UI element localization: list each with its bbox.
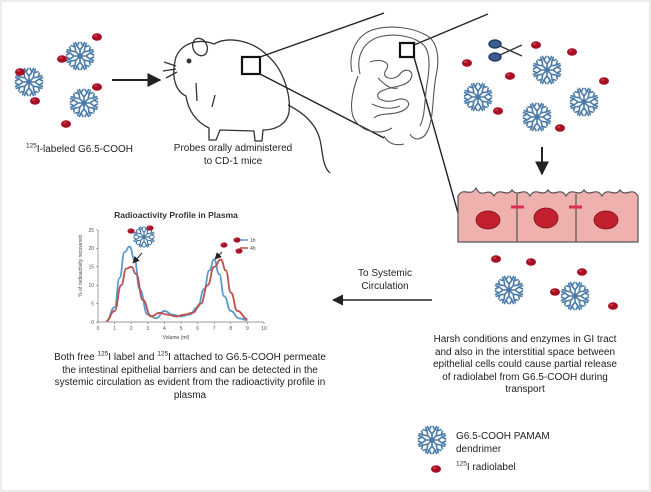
radiolabel-icon: [526, 258, 536, 266]
chart-x-tick-label: 1: [113, 326, 116, 332]
chart-x-tick-label: 7: [213, 326, 216, 332]
chart-y-tick-label: 10: [88, 283, 94, 289]
probe-label: 125I-labeled G6.5-COOH: [26, 142, 176, 157]
chart-x-tick-label: 5: [180, 326, 183, 332]
dendrimer-icon: [569, 87, 599, 117]
radiolabel-icon: [30, 97, 40, 105]
dendrimer-icon: [69, 88, 99, 118]
radiolabel-icon: [608, 302, 618, 310]
chart-y-tick-label: 5: [91, 301, 94, 307]
chart-y-axis-label: % of radioactivity recovered: [78, 235, 84, 297]
chart-x-tick-label: 2: [130, 326, 133, 332]
released-cluster-bottom: [491, 255, 618, 311]
radiolabel-icon: [599, 77, 609, 85]
legend-radiolabel-superscript: 125: [456, 460, 467, 468]
permeation-superscript-1: 125: [97, 350, 109, 358]
permeation-superscript-2: 125: [157, 350, 169, 358]
chart-y-tick-label: 0: [91, 320, 94, 326]
dendrimer-icon: [560, 281, 590, 311]
permeation-text-1: Both free: [54, 352, 98, 363]
chart-x-tick-label: 4: [163, 326, 166, 332]
chart-annotation-arrow: [214, 251, 223, 260]
probe-cluster: [14, 33, 102, 128]
epithelial-cells-icon: [457, 186, 639, 243]
radiolabel-icon: [505, 72, 515, 80]
chart-legend-label: 4h: [250, 246, 256, 252]
legend-radiolabel-icon: [431, 465, 441, 473]
legend-dendrimer-label: G6.5-COOH PAMAM dendrimer: [456, 431, 550, 455]
dendrimer-icon: [463, 82, 493, 112]
chart-series-line-1h: [105, 245, 248, 322]
chart-radiolabel-icon: [146, 225, 154, 231]
radiolabel-icon: [462, 59, 472, 67]
probe-label-text: I-labeled G6.5-COOH: [36, 144, 134, 155]
radiolabel-icon: [555, 124, 565, 132]
legend-radiolabel-text: I radiolabel: [466, 462, 516, 473]
probe-label-superscript: 125: [26, 142, 37, 150]
radiolabel-icon: [567, 48, 577, 56]
scissors-icon: [488, 39, 523, 62]
dendrimer-icon: [65, 41, 95, 71]
radiolabel-icon: [92, 33, 102, 41]
radiolabel-icon: [531, 41, 541, 49]
chart-radiolabel-icon: [127, 228, 135, 234]
chart-legend-label: 1h: [250, 238, 256, 244]
chart-series-line-4h: [106, 258, 248, 322]
radiolabel-icon: [92, 83, 102, 91]
chart-radiolabel-icon: [233, 237, 241, 243]
permeation-label: Both free 125I label and 125I attached t…: [40, 350, 340, 402]
chart-x-tick-label: 0: [97, 326, 100, 332]
chart-annotation-arrow: [132, 252, 143, 264]
dendrimer-icon: [522, 102, 552, 132]
legend-radiolabel-label: 125I radiolabel: [456, 460, 606, 475]
to-systemic-label: To Systemic Circulation: [358, 268, 412, 292]
chart-x-tick-label: 10: [261, 326, 267, 332]
legend-dendrimer-icon: [417, 425, 447, 455]
chart-y-tick-label: 20: [88, 246, 94, 252]
radiolabel-icon: [493, 107, 503, 115]
zoom-lines: [259, 12, 489, 214]
chart-y-tick-label: 15: [88, 265, 94, 271]
chart-y-tick-label: 25: [88, 228, 94, 234]
intestine-zoom-box: [398, 41, 416, 59]
intestine-icon: [350, 26, 439, 146]
radioactivity-chart: Radioactivity Profile in Plasma % of rad…: [78, 210, 267, 341]
dendrimer-icon: [532, 55, 562, 85]
radiolabel-icon: [550, 288, 560, 296]
radiolabel-icon: [57, 55, 67, 63]
mouse-zoom-box: [240, 55, 262, 76]
chart-x-axis-label: Volume (ml): [163, 335, 190, 341]
radiolabel-icon: [15, 68, 25, 76]
radiolabel-icon: [577, 268, 587, 276]
chart-x-tick-label: 6: [196, 326, 199, 332]
chart-radiolabel-icon: [220, 242, 228, 248]
radiolabel-icon: [491, 255, 501, 263]
dendrimer-icon: [494, 275, 524, 305]
chart-x-tick-label: 8: [229, 326, 232, 332]
chart-radiolabel-icon: [235, 248, 243, 254]
harsh-conditions-label: Harsh conditions and enzymes in GI tract…: [433, 334, 617, 395]
chart-x-tick-label: 9: [246, 326, 249, 332]
released-cluster-top: [462, 41, 609, 132]
chart-title: Radioactivity Profile in Plasma: [114, 210, 238, 220]
probes-administered-label: Probes orally administered to CD-1 mice: [173, 143, 293, 167]
mouse-icon: [162, 37, 331, 174]
permeation-text-2: I label and: [108, 352, 158, 363]
permeation-text-3: I attached to G6.5-COOH permeate the int…: [54, 352, 326, 401]
radiolabel-icon: [61, 120, 71, 128]
chart-x-tick-label: 3: [146, 326, 149, 332]
